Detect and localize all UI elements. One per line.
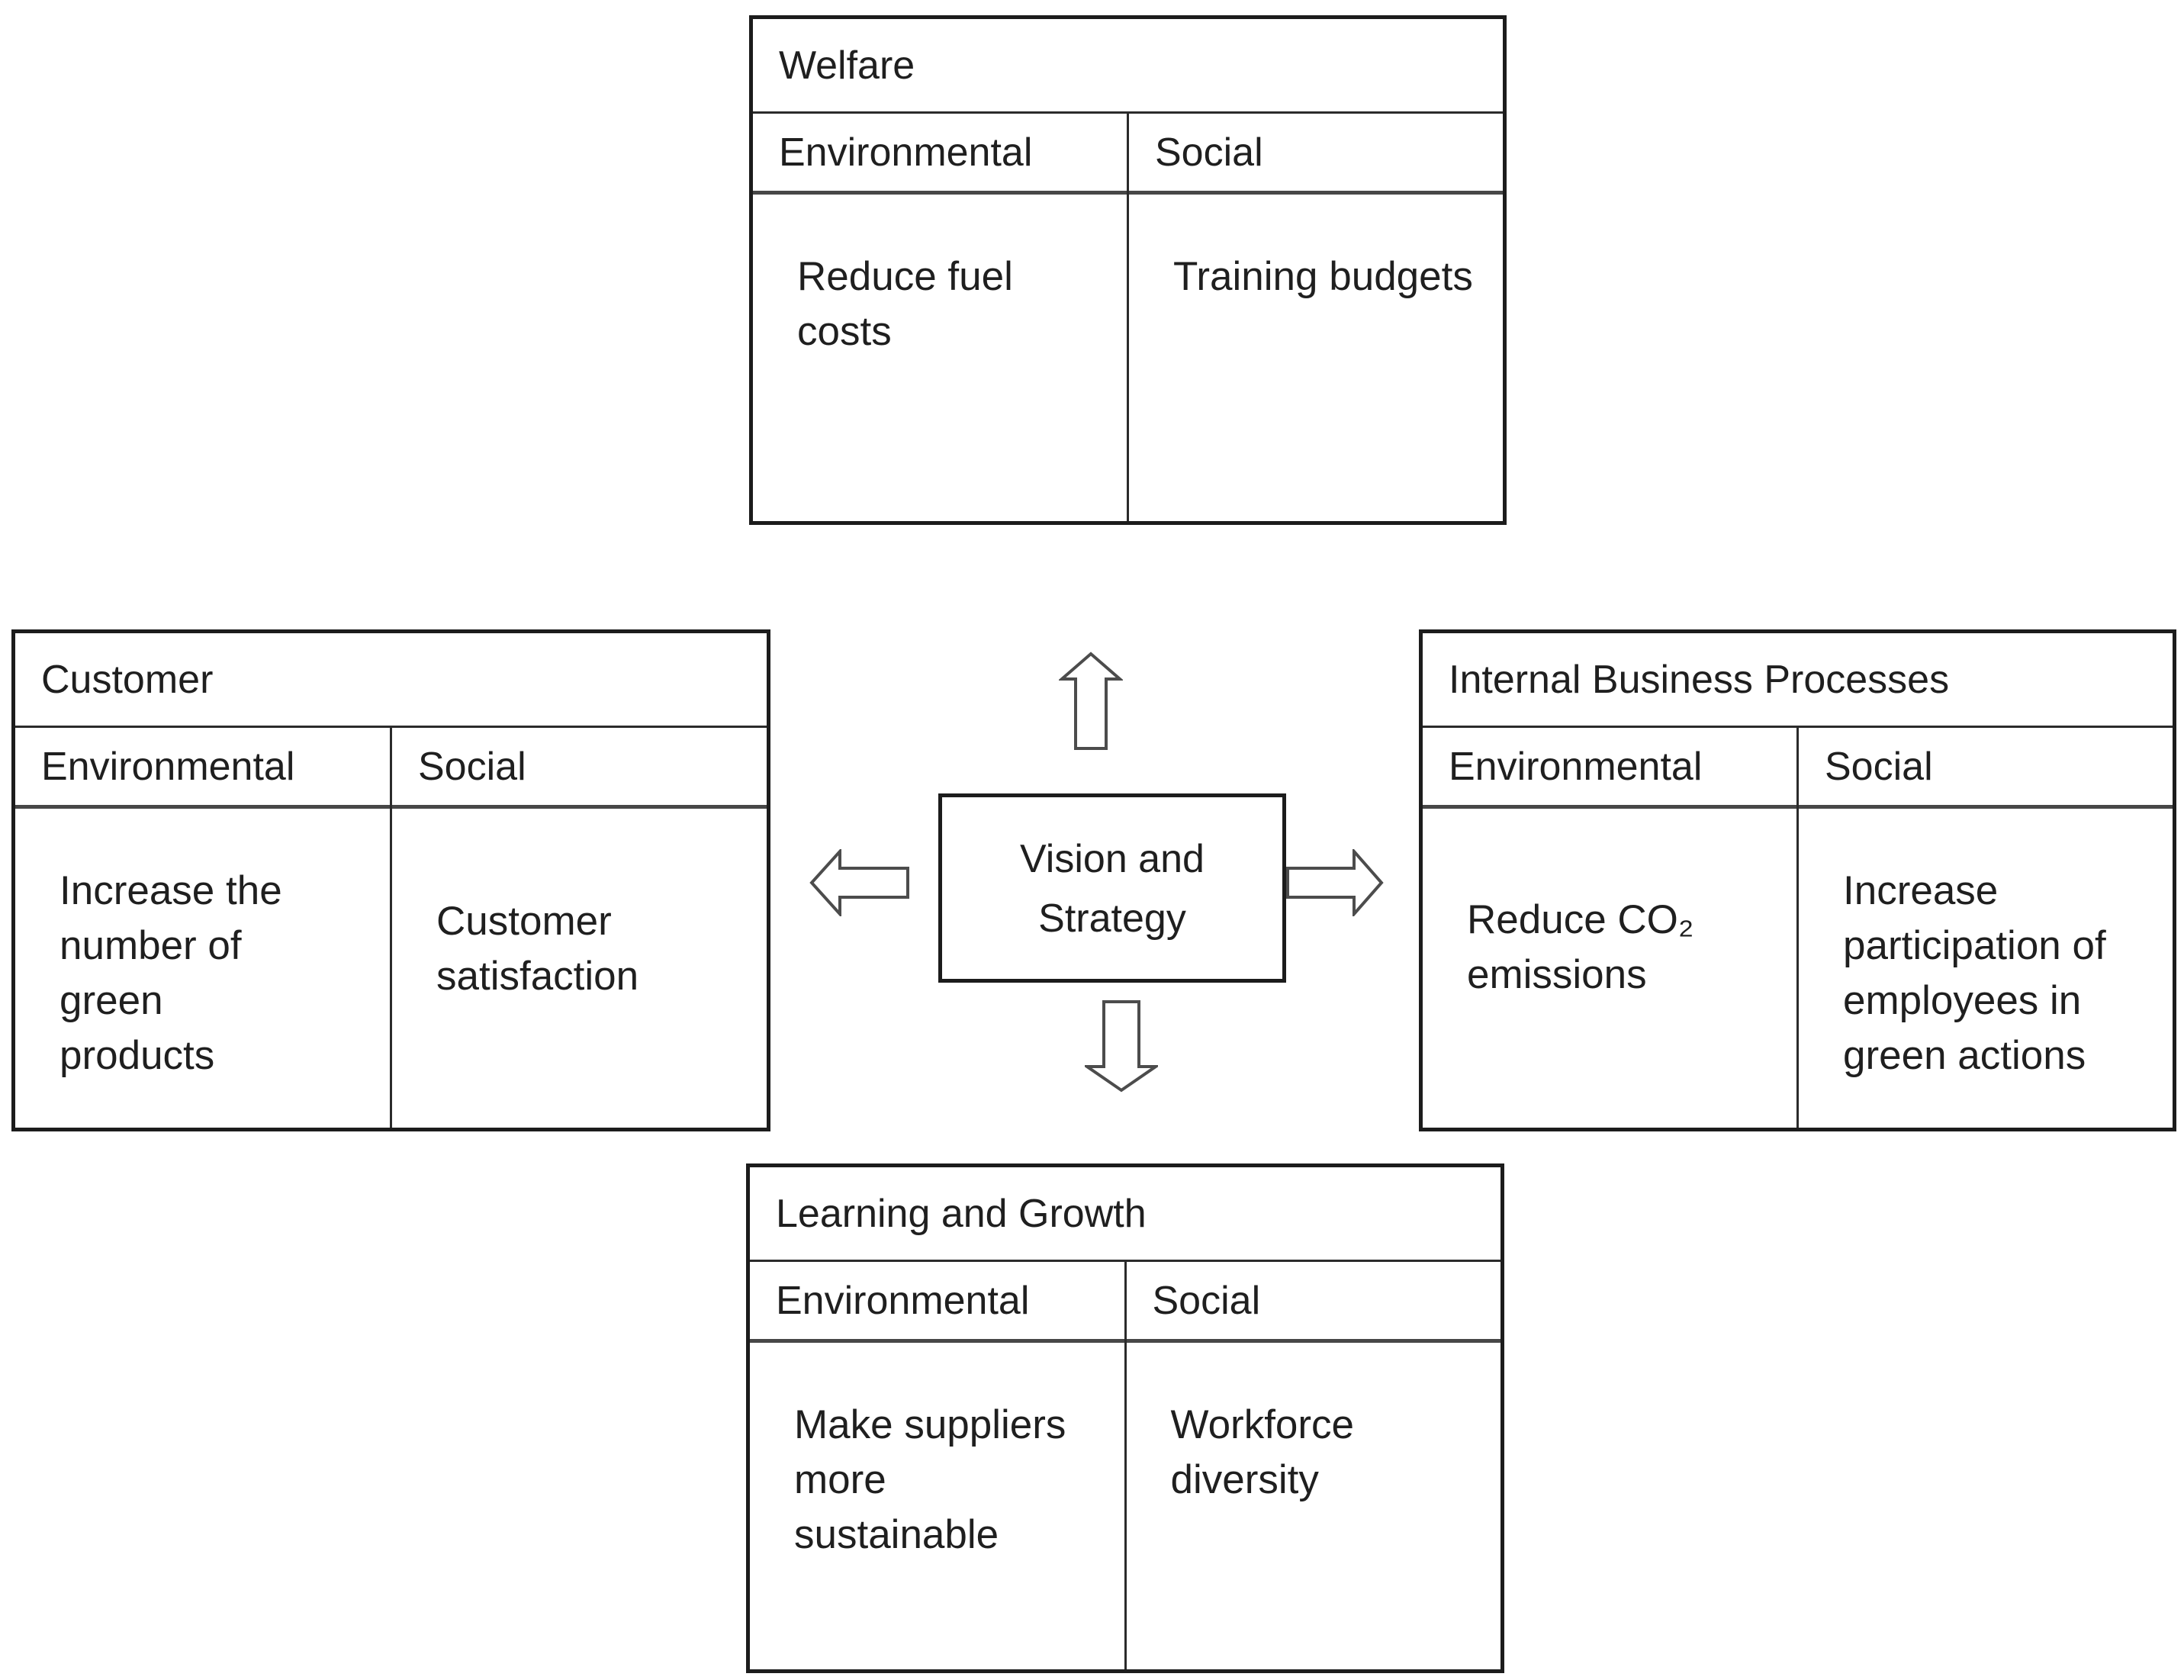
learning-and-growth-panel: Learning and Growth Environmental Make s… [746, 1163, 1504, 1673]
welfare-environmental-header: Environmental [753, 114, 1127, 195]
arrow-left-icon [809, 849, 909, 916]
internal-environmental-header: Environmental [1423, 728, 1796, 809]
customer-environmental-header: Environmental [15, 728, 390, 809]
internal-social-column: Social Increase participation of employe… [1799, 728, 2173, 1128]
internal-environmental-body: Reduce CO₂ emissions [1467, 897, 1694, 997]
learning-and-growth-title: Learning and Growth [750, 1167, 1500, 1262]
vision-and-strategy-box: Vision and Strategy [938, 793, 1286, 983]
welfare-social-body: Training budgets [1173, 254, 1473, 299]
customer-panel-title: Customer [15, 633, 767, 728]
welfare-environmental-column: Environmental Reduce fuel costs [753, 114, 1129, 521]
learning-and-growth-columns: Environmental Make suppliers more sustai… [750, 1262, 1500, 1669]
customer-environmental-column: Environmental Increase the number of gre… [15, 728, 392, 1128]
internal-business-processes-panel: Internal Business Processes Environmenta… [1419, 629, 2176, 1131]
customer-social-column: Social Customer satisfaction [392, 728, 767, 1128]
welfare-panel-title: Welfare [753, 19, 1503, 114]
internal-environmental-column: Environmental Reduce CO₂ emissions [1423, 728, 1799, 1128]
learning-social-header: Social [1126, 1262, 1500, 1343]
welfare-panel: Welfare Environmental Reduce fuel costs … [749, 15, 1507, 525]
learning-social-body: Workforce diversity [1170, 1402, 1355, 1502]
customer-panel: Customer Environmental Increase the numb… [11, 629, 770, 1131]
welfare-environmental-body: Reduce fuel costs [797, 254, 1013, 354]
internal-business-processes-title: Internal Business Processes [1423, 633, 2173, 728]
welfare-social-column: Social Training budgets [1129, 114, 1503, 521]
arrow-right-icon [1286, 849, 1384, 916]
learning-environmental-body: Make suppliers more sustainable [794, 1402, 1066, 1557]
learning-environmental-header: Environmental [750, 1262, 1124, 1343]
customer-social-header: Social [392, 728, 767, 809]
learning-environmental-column: Environmental Make suppliers more sustai… [750, 1262, 1127, 1669]
internal-social-body: Increase participation of employees in g… [1843, 868, 2106, 1078]
arrow-up-icon [1059, 652, 1123, 750]
internal-social-header: Social [1799, 728, 2173, 809]
welfare-panel-columns: Environmental Reduce fuel costs Social T… [753, 114, 1503, 521]
arrow-down-icon [1085, 1000, 1158, 1093]
customer-social-body: Customer satisfaction [436, 899, 639, 999]
customer-environmental-body: Increase the number of green products [60, 868, 282, 1078]
welfare-social-header: Social [1129, 114, 1503, 195]
customer-panel-columns: Environmental Increase the number of gre… [15, 728, 767, 1128]
internal-business-processes-columns: Environmental Reduce CO₂ emissions Socia… [1423, 728, 2173, 1128]
learning-social-column: Social Workforce diversity [1126, 1262, 1500, 1669]
